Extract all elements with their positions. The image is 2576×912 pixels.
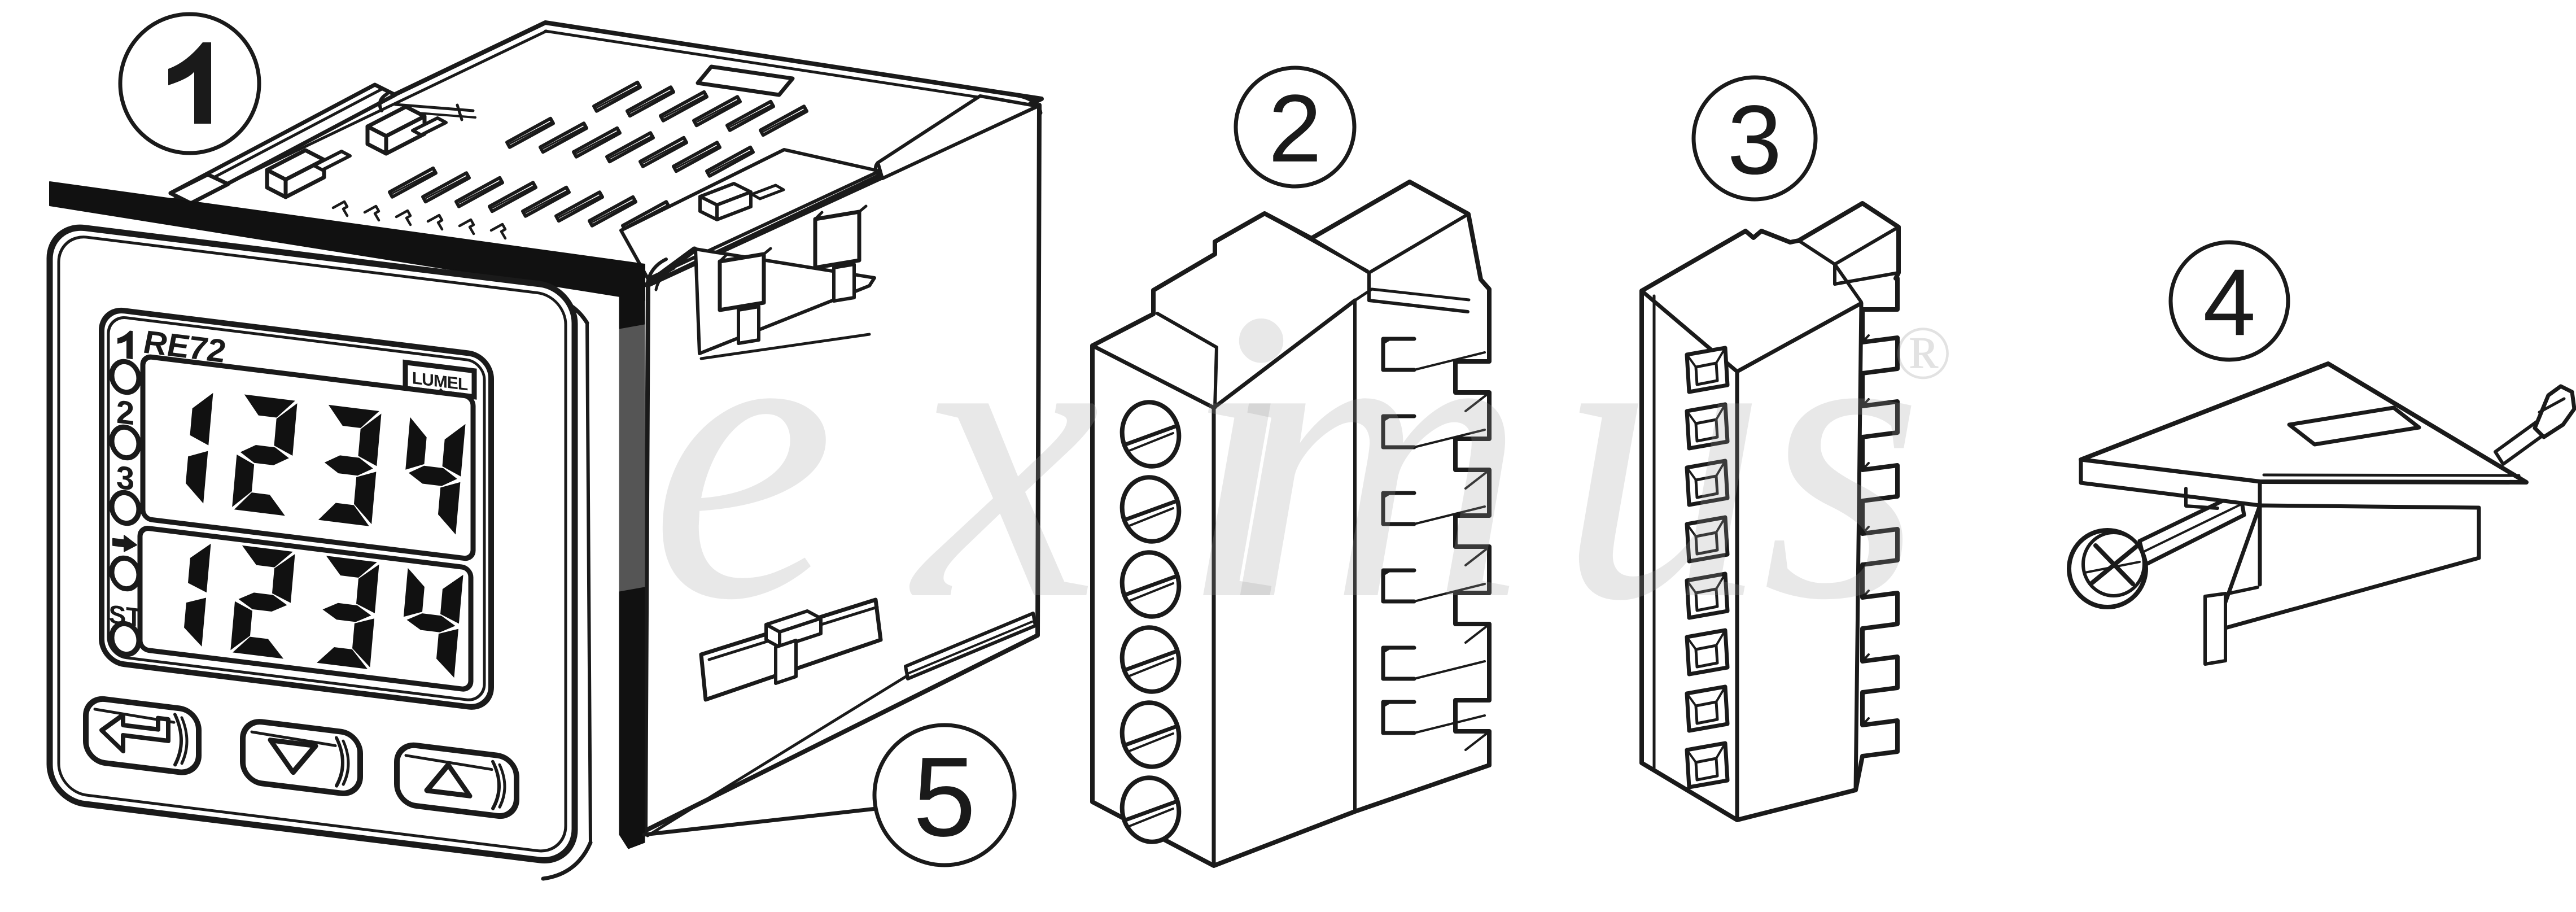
svg-text:5: 5 [913, 734, 976, 860]
svg-text:3: 3 [1727, 85, 1782, 195]
svg-text:4: 4 [2203, 249, 2255, 355]
svg-text:2: 2 [1269, 75, 1322, 182]
svg-text:®: ® [1894, 311, 1952, 395]
